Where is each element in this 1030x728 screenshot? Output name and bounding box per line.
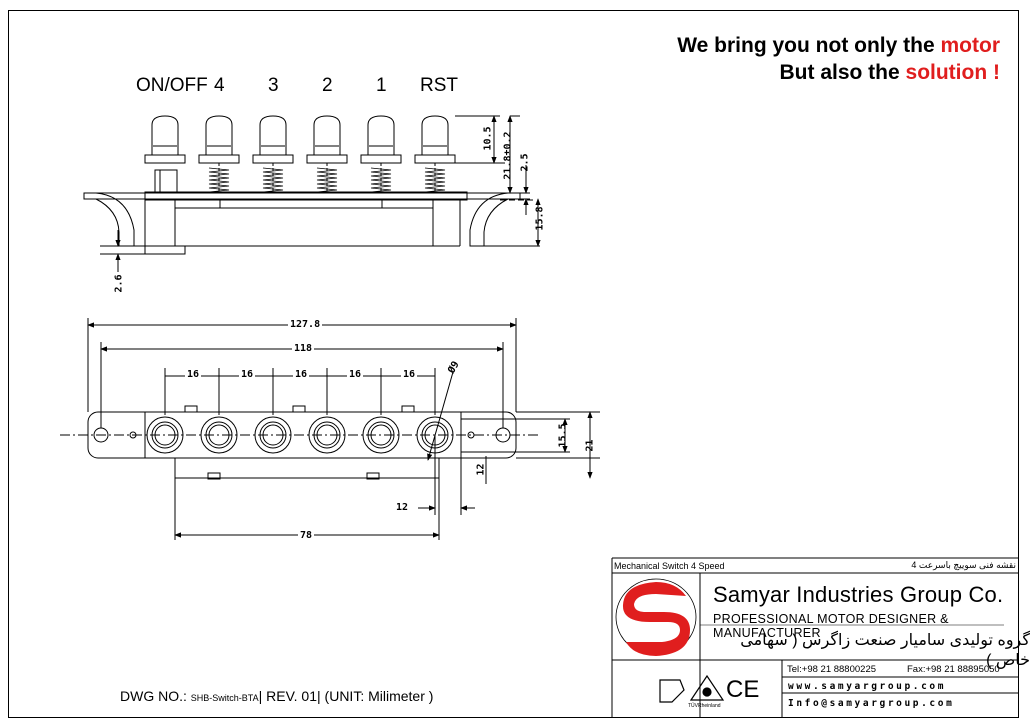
company-name-fa: گروه تولیدی سامیار صنعت زاگرس ( سهامی خا… <box>740 632 1030 669</box>
side-button <box>360 115 402 193</box>
side-button <box>144 115 186 164</box>
email-link[interactable]: Info@samyargroup.com <box>788 698 955 709</box>
button-label-4: 4 <box>214 75 225 96</box>
company-logo <box>615 578 697 656</box>
dim-pitch-1: 16 <box>185 369 202 380</box>
dim-cap-height: 10.5 <box>482 126 494 151</box>
button-ring <box>146 416 184 454</box>
slogan-highlight: motor <box>940 34 1001 57</box>
dim-bracket-length: 78 <box>298 530 315 541</box>
side-view <box>83 115 541 272</box>
sheet-frame <box>8 10 1019 718</box>
slogan-line-1: We bring you not only the motor <box>677 32 1000 59</box>
revision: REV. 01 <box>266 688 318 704</box>
drawing-title-en: Mechanical Switch 4 Speed <box>614 561 725 571</box>
dim-hole-spacing: 118 <box>292 343 315 354</box>
dim-base-offset: 2.6 <box>113 274 125 293</box>
side-button <box>414 115 456 193</box>
button-label-1: 1 <box>376 75 387 96</box>
certification-icon <box>659 679 685 703</box>
dim-pitch-2: 16 <box>239 369 256 380</box>
dim-pitch-5: 16 <box>401 369 418 380</box>
side-button <box>198 115 240 193</box>
button-label-rst: RST <box>420 75 458 96</box>
dim-body-height: 15.8 <box>534 206 546 231</box>
dim-overall-length: 127.8 <box>288 319 323 330</box>
company-name: Samyar Industries Group Co. <box>713 582 1004 607</box>
button-label-2: 2 <box>322 75 333 96</box>
dim-total-height: 21.8±0.2 <box>502 131 514 180</box>
button-ring <box>362 416 400 454</box>
dim-side-offset: 12 <box>396 502 409 513</box>
dim-pitch-3: 16 <box>293 369 310 380</box>
ce-mark-icon: CE <box>726 676 760 703</box>
button-ring <box>308 416 346 454</box>
fax-number: Fax:+98 21 88895050 <box>907 664 1000 675</box>
slogan-line-2: But also the solution ! <box>780 59 1001 86</box>
dwg-label: DWG NO.: <box>120 688 187 704</box>
website-link[interactable]: www.samyargroup.com <box>788 681 947 692</box>
cert-marks <box>659 674 725 703</box>
drawing-info: DWG NO.: SHB-Switch-BTA| REV. 01| (UNIT:… <box>120 688 434 704</box>
button-label-onoff: ON/OFF <box>136 75 208 96</box>
dim-overall-width: 21 <box>584 439 596 452</box>
side-button <box>306 115 348 193</box>
slogan-text: We bring you not only the <box>677 34 941 57</box>
company-subtitle: PROFESSIONAL MOTOR DESIGNER & MANUFACTUR… <box>713 612 949 640</box>
dwg-number: SHB-Switch-BTA <box>190 693 259 703</box>
drawing-title-fa: نقشه فنی سوییچ باسرعت 4 <box>911 560 1016 570</box>
slogan-text: But also the <box>779 61 906 84</box>
button-label-3: 3 <box>268 75 279 96</box>
button-ring <box>254 416 292 454</box>
dim-inner-width: 15.5 <box>557 423 569 448</box>
dim-pitch-4: 16 <box>347 369 364 380</box>
unit: (UNIT: Milimeter ) <box>324 688 434 704</box>
top-view <box>60 318 600 540</box>
slogan-highlight: solution ! <box>905 61 1000 84</box>
title-block-lines <box>611 557 1018 718</box>
tuv-triangle-icon <box>689 674 725 701</box>
button-ring <box>200 416 238 454</box>
dim-collar: 2.5 <box>519 153 531 172</box>
dim-edge-offset: 12 <box>475 463 487 476</box>
tuv-label: TÜVRheinland <box>688 703 721 709</box>
phone-number: Tel:+98 21 88800225 <box>787 664 877 675</box>
side-button <box>252 115 294 193</box>
